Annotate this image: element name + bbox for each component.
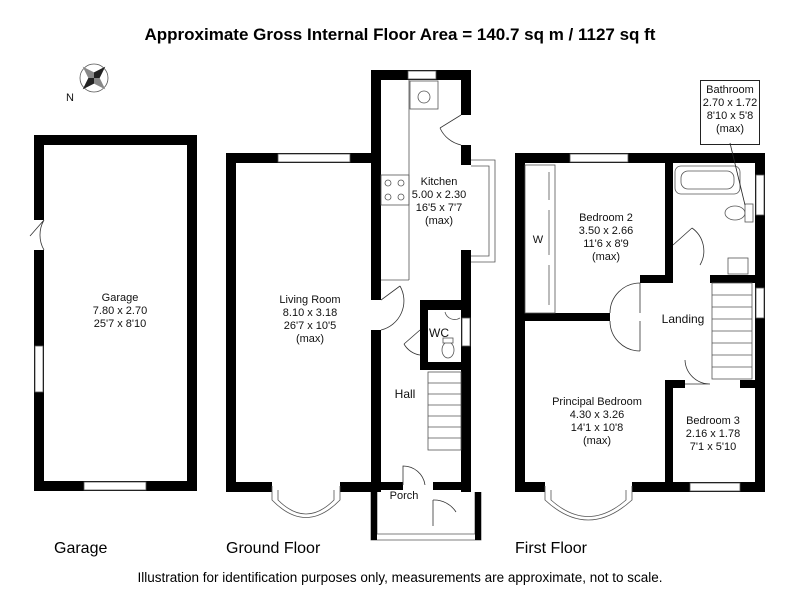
room-label-wc: WC <box>429 326 449 340</box>
garage-plan <box>29 135 197 491</box>
wardrobe-label: W <box>532 234 544 246</box>
first-floor-plan <box>515 153 765 521</box>
room-label-landing: Landing <box>661 312 705 326</box>
floor-name-ground: Ground Floor <box>226 540 321 557</box>
floor-area-title: Approximate Gross Internal Floor Area = … <box>144 25 656 44</box>
room-label-porch: Porch <box>389 490 419 502</box>
disclaimer-text: Illustration for identification purposes… <box>137 570 663 585</box>
ground-floor-plan <box>226 70 496 541</box>
compass-north-label: N <box>66 92 74 104</box>
compass-rose-icon <box>79 63 109 93</box>
floor-name-first: First Floor <box>515 540 587 557</box>
floor-name-garage: Garage <box>54 540 108 557</box>
room-label-hall: Hall <box>394 387 416 401</box>
